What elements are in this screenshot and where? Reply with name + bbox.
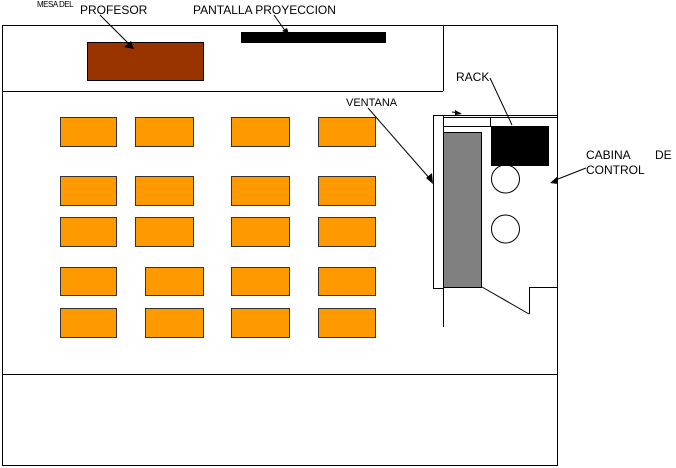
student-desk xyxy=(60,117,117,147)
room-outline xyxy=(2,25,558,466)
student-desk xyxy=(145,308,204,338)
window-arrowhead-icon xyxy=(426,173,433,184)
rack-label: RACK xyxy=(456,70,490,84)
screen-leader-line xyxy=(273,14,287,33)
student-desk xyxy=(60,176,117,206)
booth-label-cabina: CABINA xyxy=(586,148,631,162)
student-desk xyxy=(231,217,290,247)
door-arrowhead-icon xyxy=(455,110,462,115)
student-desk xyxy=(318,117,376,147)
projection-screen xyxy=(241,32,386,43)
student-desk xyxy=(231,308,290,338)
desk-leader-line xyxy=(99,14,133,48)
rack-leader-line xyxy=(489,77,513,126)
booth-panel xyxy=(443,132,482,288)
window-label: VENTANA xyxy=(346,97,398,109)
student-desk xyxy=(318,308,376,338)
rack xyxy=(491,126,549,166)
student-desk xyxy=(318,217,376,247)
desk-label: PROFESOR xyxy=(80,3,148,17)
student-desk xyxy=(231,117,290,147)
screen-label: PANTALLA PROYECCION xyxy=(193,3,336,17)
student-desk xyxy=(135,117,194,147)
booth-diagonal-wall xyxy=(481,286,530,315)
student-desk xyxy=(135,176,194,206)
student-desk xyxy=(60,308,117,338)
student-desk xyxy=(60,217,117,247)
student-desk xyxy=(231,176,290,206)
booth-leader-line xyxy=(552,167,587,182)
student-desk xyxy=(145,267,204,296)
student-desk xyxy=(231,267,290,296)
chair-1 xyxy=(491,164,520,194)
booth-label-de: DE xyxy=(655,148,672,162)
student-desk xyxy=(318,267,376,296)
booth-door-frame xyxy=(443,117,491,127)
booth-arrowhead-icon xyxy=(550,176,558,184)
student-desk xyxy=(135,217,194,247)
window-leader-line xyxy=(367,107,432,181)
booth-label-control: CONTROL xyxy=(586,163,645,177)
screen-arrowhead-icon xyxy=(282,28,289,34)
student-desk xyxy=(318,176,376,206)
teacher-desk xyxy=(87,42,204,81)
chair-2 xyxy=(491,214,520,244)
student-desk xyxy=(60,267,117,296)
desk-arrowhead-icon xyxy=(124,41,134,49)
desk-label-small: MESA DEL xyxy=(37,0,74,9)
